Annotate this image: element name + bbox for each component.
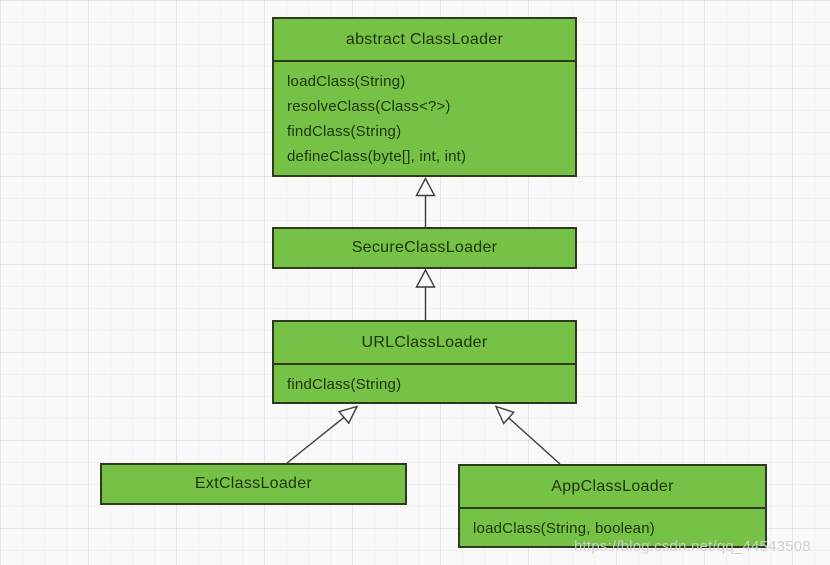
class-box-url-classloader[interactable]: URLClassLoader findClass(String)	[272, 320, 577, 404]
class-title-url-classloader: URLClassLoader	[274, 322, 575, 365]
inheritance-arrow-url-to-secure	[415, 268, 436, 322]
csdn-watermark: https://blog.csdn.net/qq_44543508	[574, 538, 811, 555]
methods-list: loadClass(String, boolean)	[460, 509, 765, 548]
class-title-secure-classloader: SecureClassLoader	[351, 239, 498, 256]
methods-list: findClass(String)	[274, 365, 575, 404]
method-item: loadClass(String, boolean)	[473, 520, 655, 537]
class-box-secure-classloader[interactable]: SecureClassLoader	[272, 227, 577, 269]
inheritance-arrow-secure-to-classloader	[415, 177, 436, 228]
class-title-ext-classloader: ExtClassLoader	[194, 475, 313, 492]
class-box-ext-classloader[interactable]: ExtClassLoader	[100, 463, 407, 505]
class-title-app-classloader: AppClassLoader	[460, 466, 765, 509]
method-item: findClass(String)	[287, 376, 402, 393]
method-item: findClass(String)	[287, 123, 402, 140]
method-item: resolveClass(Class<?>)	[287, 98, 451, 115]
inheritance-arrow-ext-to-url	[286, 405, 359, 464]
class-box-app-classloader[interactable]: AppClassLoader loadClass(String, boolean…	[458, 464, 767, 548]
method-item: defineClass(byte[], int, int)	[287, 148, 467, 165]
class-box-abstract-classloader[interactable]: abstract ClassLoader loadClass(String) r…	[272, 17, 577, 177]
methods-list: loadClass(String) resolveClass(Class<?>)…	[274, 62, 575, 176]
inheritance-arrow-app-to-url	[494, 405, 561, 465]
method-item: loadClass(String)	[287, 73, 406, 90]
class-title-abstract-classloader: abstract ClassLoader	[274, 19, 575, 62]
